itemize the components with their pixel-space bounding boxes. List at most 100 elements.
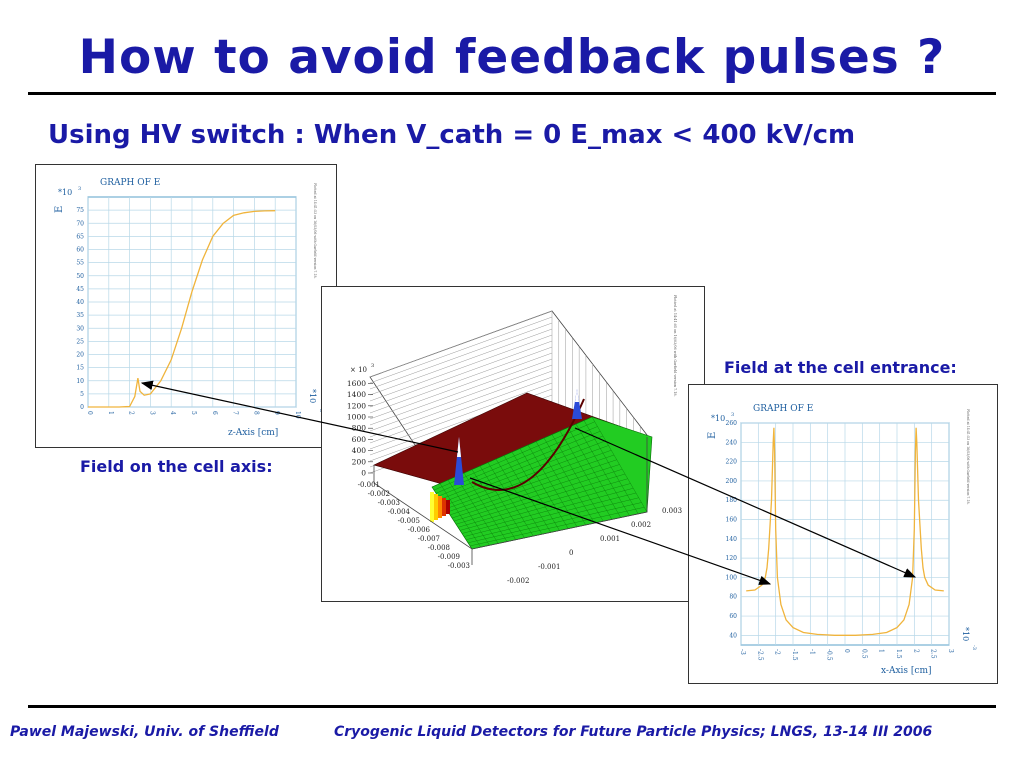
x-tick-label: 8 xyxy=(252,411,259,415)
bottom-axis-tick-label: 0.003 xyxy=(662,507,682,515)
z-grid-line xyxy=(369,310,553,378)
y-scale-label: *10 xyxy=(711,414,725,423)
z-tick-label: 1000 xyxy=(347,413,366,422)
x-tick-label: 1.5 xyxy=(895,649,902,659)
x-scale-label: *10 xyxy=(308,389,317,403)
y-tick-label: 35 xyxy=(76,312,84,319)
z-grid-line xyxy=(369,376,553,444)
bottom-axis-tick-label: 0.002 xyxy=(631,521,651,529)
x-tick-label: 4 xyxy=(169,411,176,415)
surface-edge-bar xyxy=(434,494,438,520)
z-scale-label: × 10 xyxy=(350,366,367,374)
z-grid-line xyxy=(369,358,553,426)
plot-timestamp-note: Plotted at 14:41:05 on 16/03/06 with Gar… xyxy=(673,295,677,397)
x-axis-label: z-Axis [cm] xyxy=(228,428,278,438)
x-tick-label: 2.5 xyxy=(930,649,937,659)
y-tick-label: 65 xyxy=(76,233,84,240)
y-tick-label: 30 xyxy=(76,325,84,332)
x-tick-label: -3 xyxy=(739,649,746,655)
y-tick-label: 5 xyxy=(80,391,84,398)
y-tick-label: 60 xyxy=(729,613,737,620)
x-tick-label: 1 xyxy=(878,649,885,653)
x-tick-label: 3 xyxy=(148,411,155,415)
surface-peak-left xyxy=(454,437,464,485)
arrow-to-right-peak-right xyxy=(574,427,917,578)
x-tick-label: 0 xyxy=(843,649,850,653)
z-tick-label: 1600 xyxy=(347,379,366,388)
left-plot-svg: 0123456789100510152025303540455055606570… xyxy=(54,178,324,438)
plot-timestamp-note: Plotted at 14:41:53 on 16/03/06 with Gar… xyxy=(313,183,317,279)
y-tick-label: 50 xyxy=(76,273,84,280)
mesh-line xyxy=(461,488,634,534)
x-tick-label: 1 xyxy=(107,411,114,415)
x-tick-label: 0.5 xyxy=(860,649,867,659)
y-tick-label: 80 xyxy=(729,594,737,601)
mesh-line xyxy=(535,441,586,526)
y-axis-label: E xyxy=(707,432,718,439)
surface-edge-bar xyxy=(430,492,434,522)
y-tick-label: 15 xyxy=(76,365,84,372)
surface-arc xyxy=(471,398,585,491)
y-tick-label: 0 xyxy=(80,404,84,411)
footer-author: Pawel Majewski, Univ. of Sheffield xyxy=(10,724,279,740)
x-scale-exponent: -3 xyxy=(971,645,977,650)
z-grid-line xyxy=(369,346,553,414)
y-scale-exponent: 3 xyxy=(731,412,734,418)
left-axis-tick-label: -0.004 xyxy=(388,508,411,516)
arrow-to-left-peak xyxy=(140,380,459,453)
bottom-axis-tick-label: -0.001 xyxy=(538,563,560,571)
z-tick-label: 0 xyxy=(361,469,366,478)
mesh-line xyxy=(451,464,620,519)
bottom-axis-tick-label: -0.002 xyxy=(507,577,529,585)
z-grid-line xyxy=(369,382,553,450)
left-axis-tick-label: -0.001 xyxy=(358,481,380,489)
left-axis-tick-label: -0.003 xyxy=(448,562,470,570)
left-plot-caption: Field on the cell axis: xyxy=(80,457,273,476)
slide-subtitle: Using HV switch : When V_cath = 0 E_max … xyxy=(48,120,856,150)
y-tick-label: 55 xyxy=(76,260,84,267)
y-tick-label: 200 xyxy=(726,478,738,485)
y-axis-label: E xyxy=(54,206,65,213)
mesh-line xyxy=(543,437,595,524)
left-axis-tick-label: -0.005 xyxy=(398,517,420,525)
x-tick-label: 10 xyxy=(294,411,301,419)
x-tick-label: 7 xyxy=(232,411,239,415)
mesh-line xyxy=(469,507,645,547)
y-scale-label: *10 xyxy=(58,188,72,197)
left-axis-tick-label: -0.008 xyxy=(428,544,450,552)
mesh-line xyxy=(459,483,631,531)
y-tick-label: 75 xyxy=(76,207,84,214)
z-grid-line xyxy=(369,340,553,408)
z-grid-line xyxy=(369,328,553,396)
x-tick-label: 2 xyxy=(128,411,135,415)
x-axis-label: x-Axis [cm] xyxy=(881,666,932,676)
surface-edge-bar xyxy=(442,498,446,516)
plot-heading: GRAPH OF E xyxy=(753,404,813,414)
z-tick-label: 400 xyxy=(352,446,367,455)
z-tick-label: 1200 xyxy=(347,401,366,410)
y-scale-exponent: 3 xyxy=(78,186,81,192)
title-divider xyxy=(28,92,996,95)
left-axis-tick-label: -0.002 xyxy=(368,490,390,498)
mesh-line xyxy=(559,430,613,520)
y-tick-label: 45 xyxy=(76,286,84,293)
x-tick-label: -1.5 xyxy=(791,649,798,661)
left-axis-tick-label: -0.006 xyxy=(408,526,431,534)
arrow-to-right-peak-left xyxy=(469,477,772,585)
z-tick-label: 800 xyxy=(352,424,367,433)
mesh-line xyxy=(453,469,623,522)
y-tick-label: 70 xyxy=(76,220,84,227)
x-tick-label: 3 xyxy=(947,649,954,653)
z-tick-label: 600 xyxy=(352,435,367,444)
mesh-line xyxy=(551,434,604,522)
z-grid-line xyxy=(369,334,553,402)
right-plot-caption: Field at the cell entrance: xyxy=(724,358,957,377)
surface-peak-right xyxy=(572,389,582,419)
mesh-line xyxy=(465,497,639,540)
footer-divider xyxy=(28,705,996,708)
y-tick-label: 240 xyxy=(726,439,738,446)
plot-timestamp-note: Plotted at 14:41:53 on 16/03/06 with Gar… xyxy=(966,409,970,505)
